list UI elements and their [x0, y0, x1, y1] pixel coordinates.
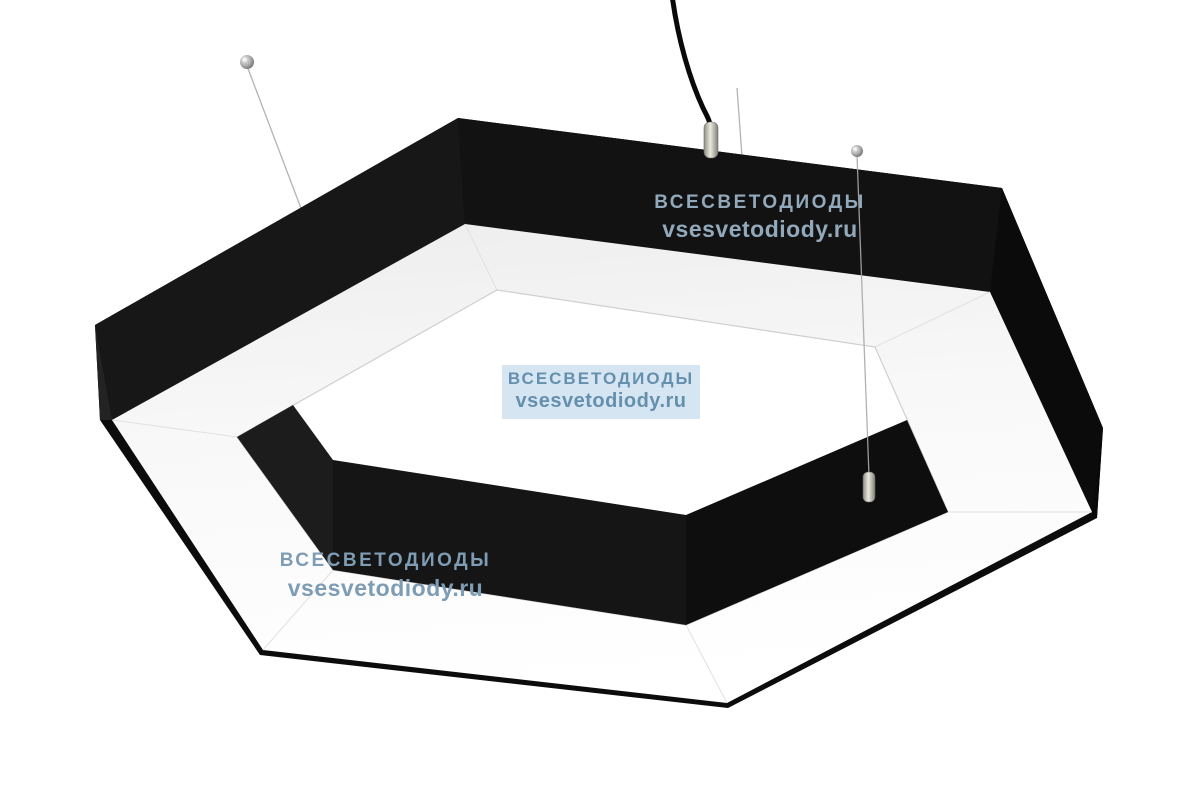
- ceiling-screw-right-highlight: [853, 147, 857, 151]
- ceiling-screw-left: [240, 55, 254, 69]
- frame-facet-top-left: [95, 118, 465, 420]
- frame-facet-right-edge: [1092, 428, 1103, 518]
- frame-facet-top-right: [990, 188, 1103, 512]
- power-cord-gripper: [703, 121, 719, 159]
- inner-walls: [237, 405, 948, 625]
- cable-gripper-right: [862, 471, 876, 503]
- frame-facet-left-edge: [95, 325, 112, 420]
- inner-wall-left: [237, 405, 333, 570]
- ceiling-screw-left-highlight: [242, 57, 247, 62]
- ceiling-screw-right: [851, 145, 863, 157]
- lamp-frame-facets: [95, 118, 1103, 518]
- suspension-cable-right: [856, 154, 870, 477]
- frame-facet-top: [458, 118, 1002, 292]
- inner-wall-bottom: [333, 460, 686, 625]
- power-cord: [670, 0, 714, 133]
- diffuser-seams: [111, 223, 1092, 704]
- suspension-cable-left: [246, 65, 311, 233]
- inner-wall-right: [686, 420, 948, 625]
